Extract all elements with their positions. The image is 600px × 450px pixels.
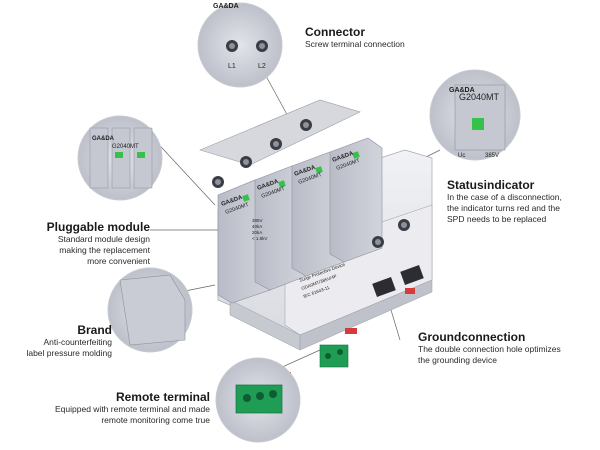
zoom-pluggable-logo: GA&DA bbox=[92, 136, 115, 142]
terminal-l1-label: L1 bbox=[228, 63, 236, 70]
module-4 bbox=[329, 137, 383, 263]
terminal-l2-label: L2 bbox=[258, 63, 266, 70]
status-desc-line1: In the case of a disconnection, bbox=[447, 192, 562, 202]
module-spec-4: < 1.8kV bbox=[252, 236, 267, 241]
ground-desc-line2: the grounding device bbox=[418, 355, 497, 365]
module-spec-3: 20kA bbox=[252, 230, 262, 235]
zoom-pluggable bbox=[77, 115, 163, 201]
zoom-uc-label: Uc bbox=[458, 153, 465, 159]
connector-desc: Screw terminal connection bbox=[305, 39, 405, 49]
module-spec-1: 385V bbox=[252, 218, 263, 223]
status-desc-line3: SPD needs to be replaced bbox=[447, 214, 547, 224]
pluggable-desc-line3: more convenient bbox=[87, 256, 150, 266]
status-desc-line2: the indicator turns red and the bbox=[447, 203, 560, 213]
spd-device bbox=[199, 99, 433, 378]
zoom-status-logo: GA&DA bbox=[449, 87, 475, 94]
ground-title: Groundconnection bbox=[418, 330, 526, 344]
status-title: Statusindicator bbox=[447, 178, 535, 192]
pluggable-desc-line1: Standard module design bbox=[57, 234, 150, 244]
connector-title: Connector bbox=[305, 25, 365, 39]
zoom-status bbox=[429, 69, 521, 161]
remote-desc-line1: Equipped with remote terminal and made bbox=[55, 404, 210, 414]
callout-pluggable: Pluggable module Standard module design … bbox=[10, 220, 150, 267]
remote-title: Remote terminal bbox=[115, 390, 210, 404]
zoom-pluggable-model: G2040MT bbox=[112, 144, 139, 150]
zoom-remote bbox=[215, 357, 301, 443]
callout-connector: Connector Screw terminal connection bbox=[305, 25, 475, 50]
callout-status: Statusindicator In the case of a disconn… bbox=[447, 178, 597, 225]
zoom-uc-value: 385V bbox=[485, 153, 499, 159]
callout-remote: Remote terminal Equipped with remote ter… bbox=[10, 390, 210, 426]
zoom-brand bbox=[107, 267, 193, 353]
pluggable-title: Pluggable module bbox=[46, 220, 150, 234]
brand-title: Brand bbox=[77, 323, 112, 337]
module-spec-2: 40kA bbox=[252, 224, 262, 229]
zoom-brand-logo: GA&DA bbox=[213, 3, 239, 10]
remote-desc-line2: remote monitoring come true bbox=[101, 415, 210, 425]
ground-desc-line1: The double connection hole optimizes bbox=[418, 344, 561, 354]
zoom-model-text: G2040MT bbox=[459, 92, 500, 102]
brand-desc-line1: Anti-counterfeiting bbox=[43, 337, 112, 347]
zoom-connector bbox=[197, 2, 283, 88]
callout-ground: Groundconnection The double connection h… bbox=[418, 330, 598, 366]
pluggable-desc-line2: making the replacement bbox=[59, 245, 150, 255]
brand-desc-line2: label pressure molding bbox=[26, 348, 112, 358]
callout-brand: Brand Anti-counterfeiting label pressure… bbox=[10, 323, 112, 359]
